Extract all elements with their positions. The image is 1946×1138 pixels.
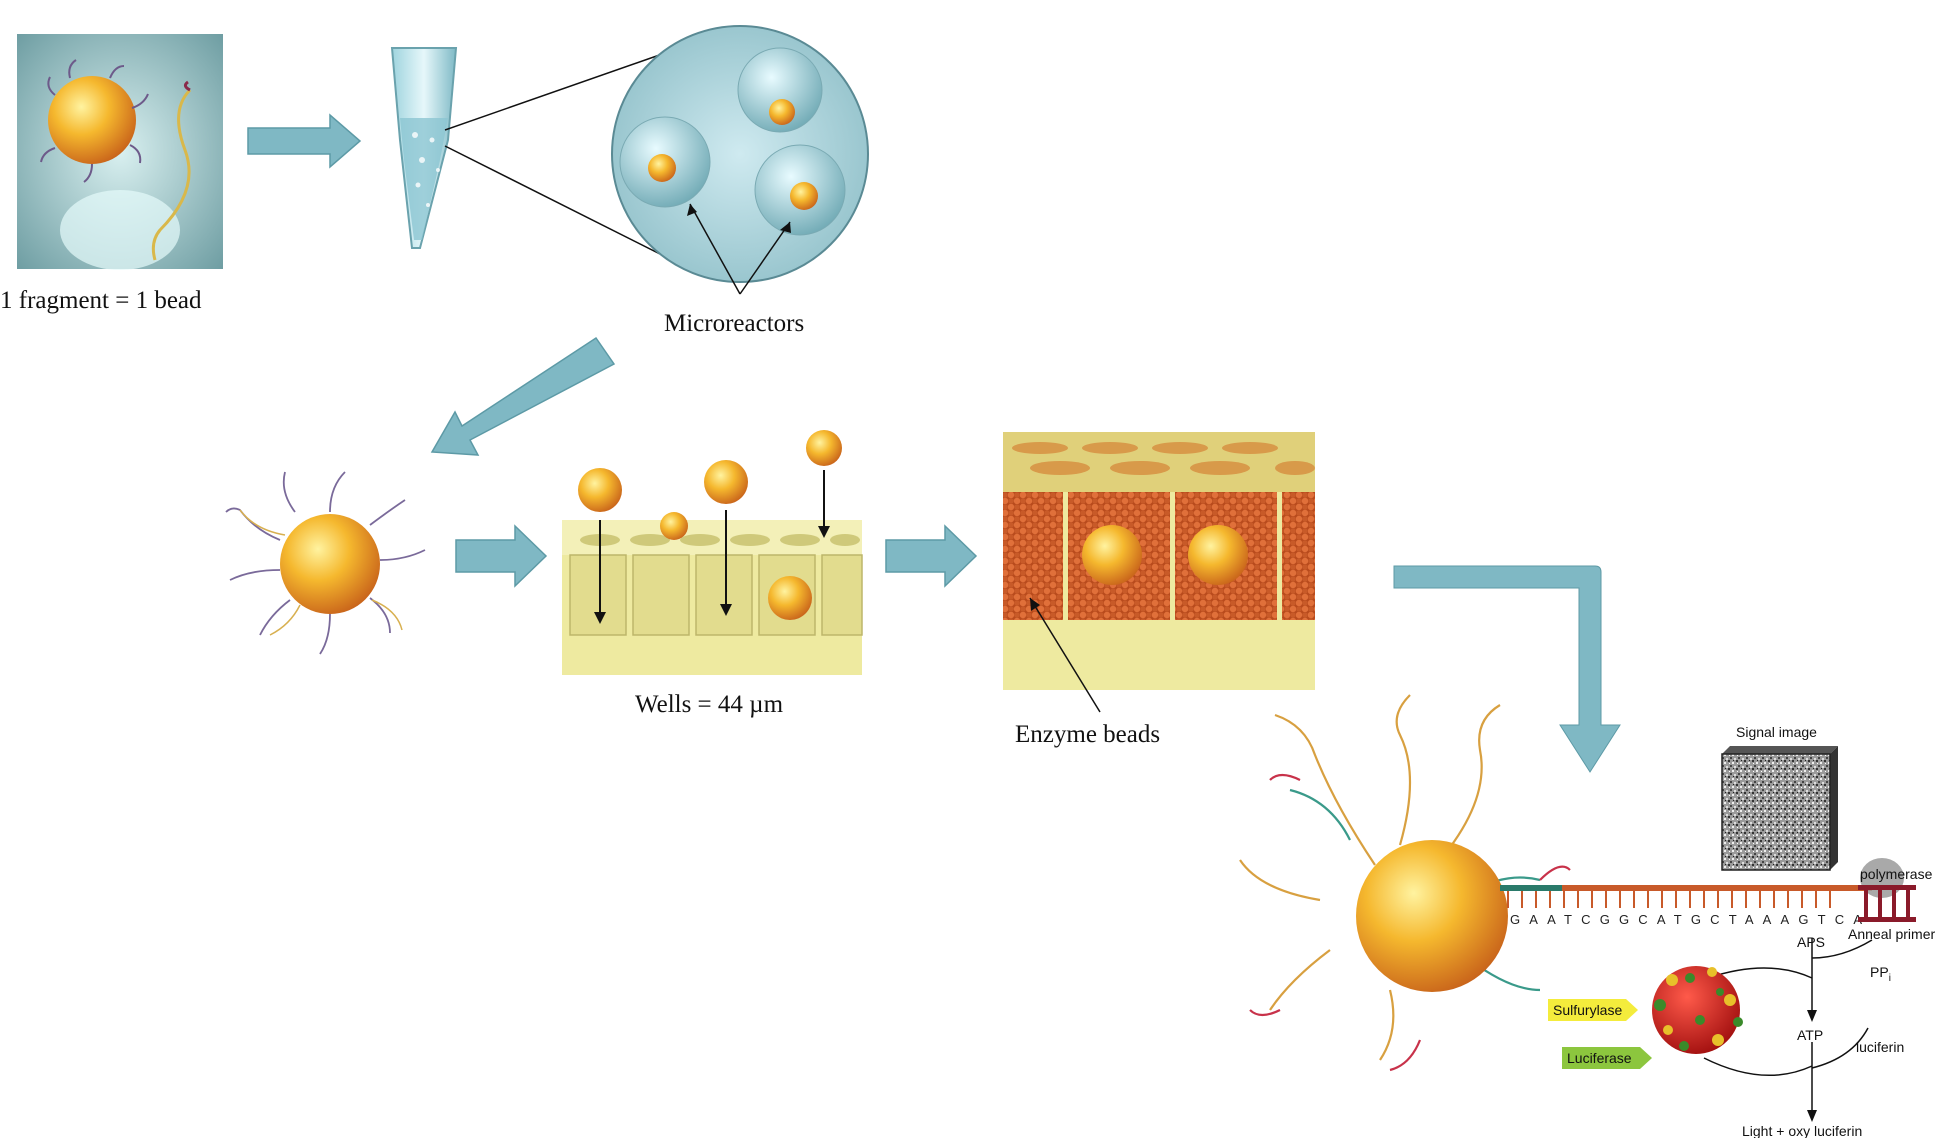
luciferin-label: luciferin: [1856, 1039, 1904, 1055]
sulfurylase-label: Sulfurylase: [1553, 1002, 1622, 1018]
microreactor-drop-1: [737, 47, 823, 133]
arrow-diagonal: [430, 336, 616, 456]
arrow-right-2: [455, 524, 548, 588]
signal-image-icon: [1721, 746, 1838, 871]
light-label: Light + oxy luciferin: [1742, 1123, 1862, 1138]
ppi-label: PPi: [1870, 964, 1891, 984]
bead-fragment-panel: [17, 34, 223, 270]
aps-label: APS: [1797, 934, 1825, 950]
luciferase-label: Luciferase: [1567, 1050, 1632, 1066]
polymerase-icon: [1858, 858, 1916, 922]
microreactor-drop-2: [619, 116, 711, 208]
pyrosequencing-detail: GAATCGGCATGCTAAAGTCA polymerase Anneal p…: [1239, 694, 1935, 1138]
enzyme-red-bead: [1652, 966, 1743, 1054]
bead-with-strands: [225, 471, 426, 655]
sequence-text: GAATCGGCATGCTAAAGTCA: [1510, 912, 1862, 927]
tube-icon: [390, 47, 669, 259]
enzyme-wells-panel: [1003, 432, 1315, 713]
arrow-right-1: [247, 113, 362, 169]
atp-label: ATP: [1797, 1027, 1823, 1043]
wells-panel: [562, 430, 863, 675]
anneal-primer-label: Anneal primer: [1848, 926, 1935, 942]
microreactors-label: Microreactors: [664, 310, 804, 337]
luciferase-tag: [1562, 1047, 1652, 1069]
sulfurylase-tag: [1548, 999, 1638, 1021]
arrow-right-3: [885, 524, 978, 588]
microreactor-drop-3: [754, 144, 846, 236]
microreactor-circle: [611, 25, 869, 295]
fragment-bead-label: 1 fragment = 1 bead: [0, 287, 202, 314]
wells-label: Wells = 44 µm: [635, 691, 784, 718]
signal-image-label: Signal image: [1736, 724, 1817, 740]
enzyme-beads-label: Enzyme beads: [1015, 721, 1160, 748]
arrow-elbow: [1393, 565, 1621, 773]
polymerase-label: polymerase: [1860, 866, 1933, 882]
